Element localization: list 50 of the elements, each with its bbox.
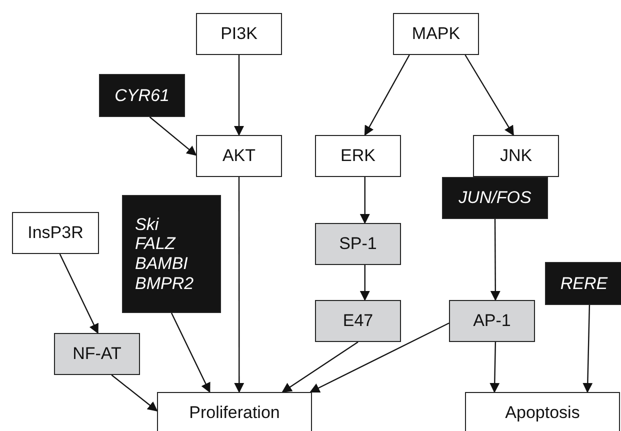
node-label: SP-1 xyxy=(339,234,377,254)
node-label: NF-AT xyxy=(72,344,122,364)
arrow xyxy=(360,177,370,224)
transcription-factor-box xyxy=(54,333,140,375)
node-label: ERK xyxy=(340,146,376,166)
arrow xyxy=(149,116,197,156)
node-label: InsP3R xyxy=(28,223,84,243)
transcription-factor-box xyxy=(449,300,535,342)
node-label: BMPR2 xyxy=(135,274,194,294)
node-label: PI3K xyxy=(220,24,258,44)
transcription-factor-box xyxy=(315,300,401,342)
node-label: RERE xyxy=(560,274,608,294)
node-label: Ski xyxy=(135,214,159,234)
arrow xyxy=(111,374,158,412)
arrow xyxy=(360,265,370,301)
arrow xyxy=(234,177,244,393)
arrow xyxy=(490,219,500,301)
node-label: AP-1 xyxy=(473,311,511,331)
process-box xyxy=(315,135,401,177)
arrow xyxy=(582,304,593,393)
process-box xyxy=(196,13,282,55)
transcription-factor-box xyxy=(315,223,401,265)
node-label: Apoptosis xyxy=(505,403,580,423)
arrow xyxy=(170,312,210,393)
arrow xyxy=(490,342,500,393)
gene-box xyxy=(122,195,221,313)
node-label: FALZ xyxy=(135,234,176,254)
node-label: JUN/FOS xyxy=(458,188,532,208)
arrow xyxy=(234,55,244,136)
arrow xyxy=(364,54,410,136)
arrow xyxy=(59,254,98,334)
process-box xyxy=(157,392,312,431)
gene-box xyxy=(99,74,185,117)
process-box xyxy=(12,212,99,254)
process-box xyxy=(473,135,559,177)
node-label: E47 xyxy=(342,311,374,331)
arrow xyxy=(464,54,514,136)
node-label: MAPK xyxy=(412,24,460,44)
node-label: JNK xyxy=(500,146,532,166)
node-label: Proliferation xyxy=(189,403,280,423)
node-label: AKT xyxy=(222,146,256,166)
arrow xyxy=(282,342,358,393)
node-label: BAMBI xyxy=(135,254,188,274)
process-box xyxy=(196,135,282,177)
gene-box xyxy=(442,177,548,219)
gene-box xyxy=(545,262,621,305)
process-box xyxy=(465,392,620,431)
node-label: CYR61 xyxy=(114,86,170,106)
arrow xyxy=(310,322,450,393)
process-box xyxy=(393,13,479,55)
